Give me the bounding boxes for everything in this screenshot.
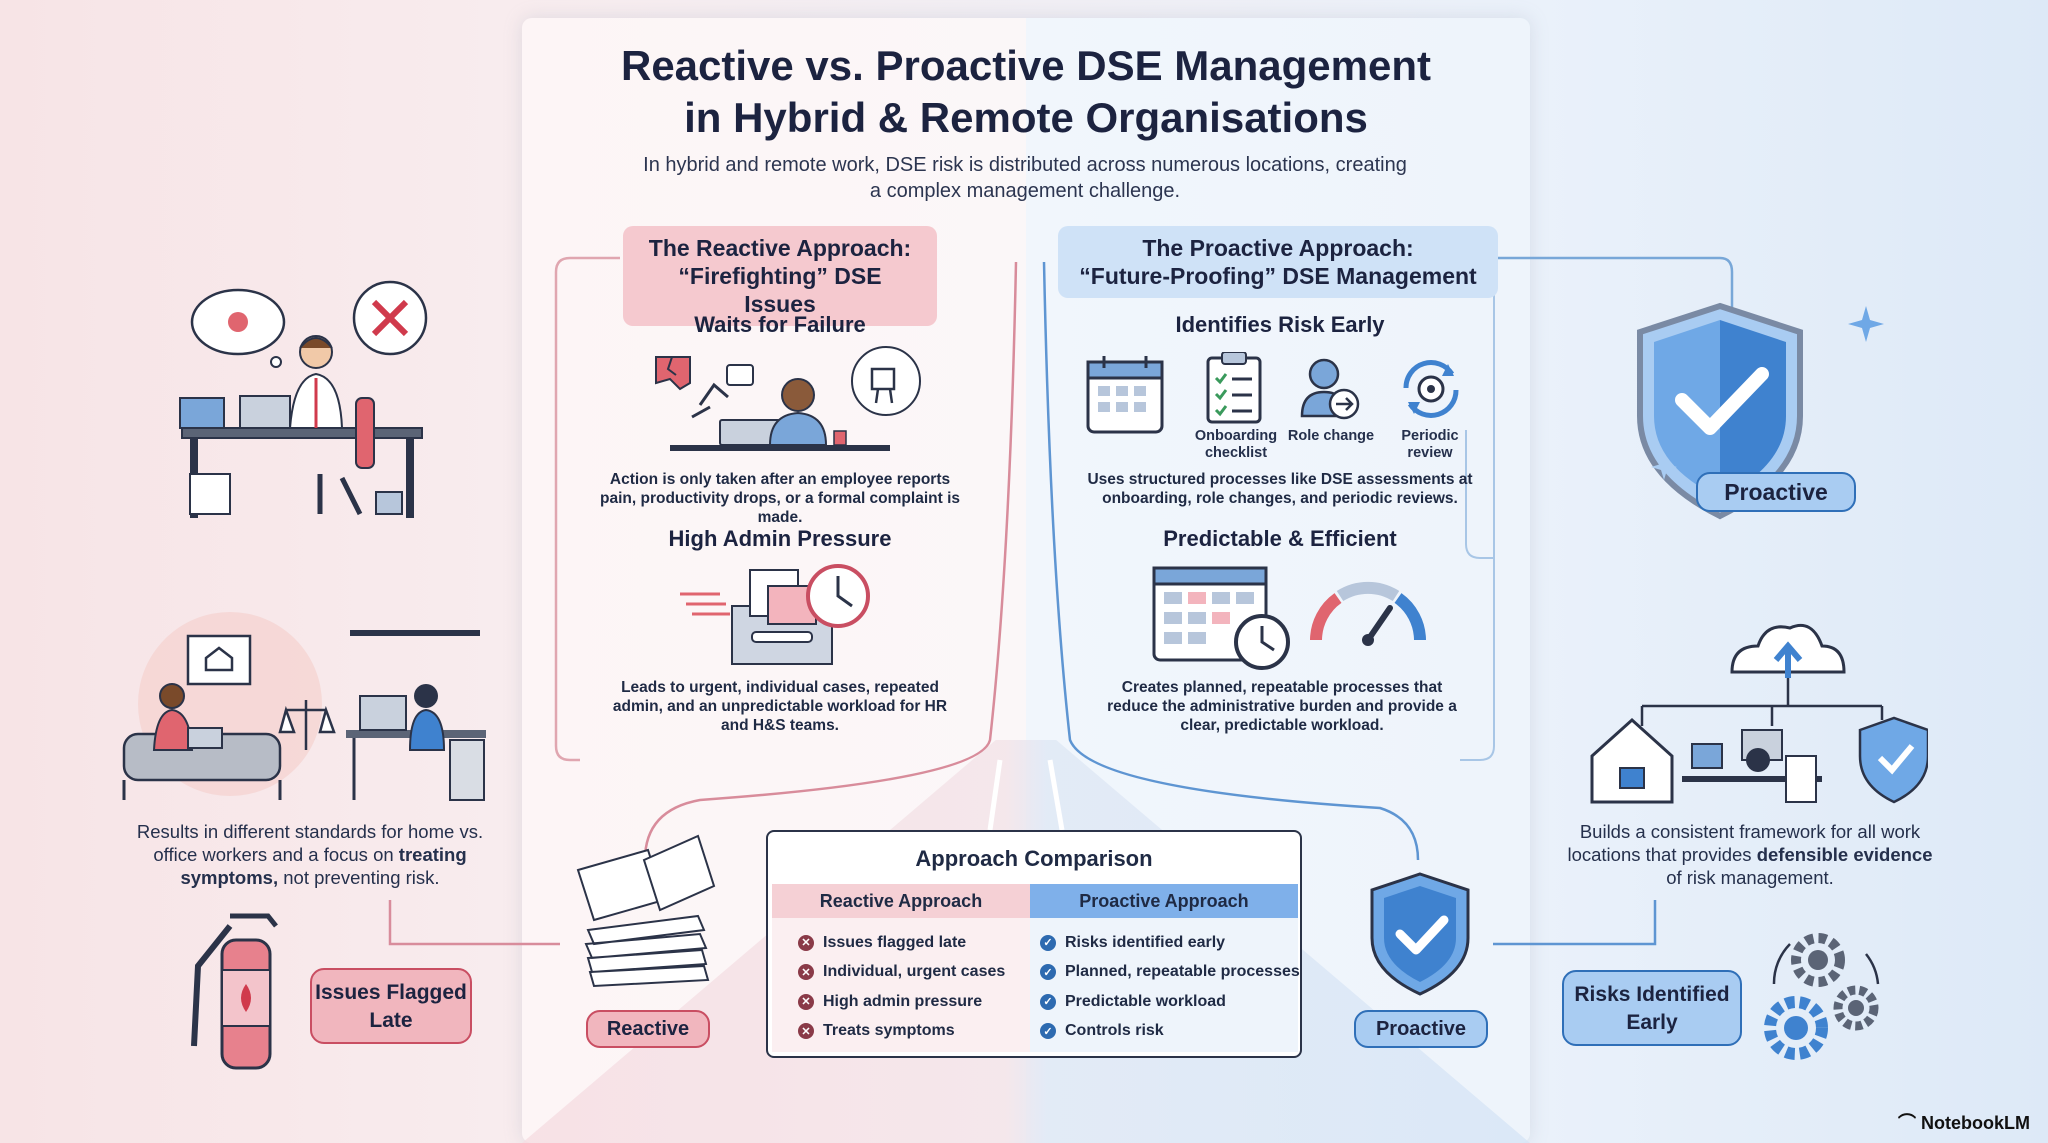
overflowing-folder-icon xyxy=(680,564,870,665)
onboarding-checklist-label: Onboarding checklist xyxy=(1194,428,1278,461)
proactive-point1-text: Uses structured processes like DSE asses… xyxy=(1087,471,1473,507)
comparison-col-proactive: Proactive Approach xyxy=(1030,884,1298,918)
list-item: ✕Issues flagged late xyxy=(798,928,1005,958)
person-on-phone-icon xyxy=(655,346,921,451)
approach-comparison-table: Approach Comparison Reactive Approach Pr… xyxy=(766,830,1302,1058)
proactive-badge: Proactive xyxy=(1354,1010,1488,1048)
proactive-point2-title: Predictable & Efficient xyxy=(1163,526,1397,551)
title-line-1: Reactive vs. Proactive DSE Management xyxy=(620,42,1432,89)
x-circle-icon: ✕ xyxy=(798,993,814,1010)
reactive-point2-title: High Admin Pressure xyxy=(668,526,892,551)
check-shield-icon xyxy=(1637,302,1803,520)
gauge-icon xyxy=(1310,581,1426,646)
check-circle-icon: ✓ xyxy=(1040,964,1056,981)
reactive-badge: Reactive xyxy=(586,1010,710,1048)
proactive-shield-badge: Proactive xyxy=(1696,472,1856,512)
role-change-label: Role change xyxy=(1287,428,1375,444)
small-check-shield-icon xyxy=(1370,872,1470,996)
x-circle-icon: ✕ xyxy=(798,1023,814,1040)
list-item: ✓Planned, repeatable processes xyxy=(1040,958,1300,988)
brand-logo: ⌒ NotebookLM xyxy=(1898,1113,2030,1133)
calendar-icon xyxy=(1086,356,1164,434)
fire-extinguisher-icon xyxy=(191,913,278,1070)
list-item: ✓Controls risk xyxy=(1040,1017,1300,1047)
x-circle-icon: ✕ xyxy=(798,964,814,981)
reactive-heading: The Reactive Approach: “Firefighting” DS… xyxy=(623,226,937,326)
page-subtitle: In hybrid and remote work, DSE risk is d… xyxy=(643,154,1407,202)
reactive-point1-text: Action is only taken after an employee r… xyxy=(600,471,960,526)
comparison-col-reactive: Reactive Approach xyxy=(772,884,1030,918)
proactive-heading: The Proactive Approach: “Future-Proofing… xyxy=(1058,226,1498,298)
proactive-point1-title: Identifies Risk Early xyxy=(1175,312,1385,337)
stressed-worker-at-desk-icon xyxy=(179,280,428,518)
reactive-side-text: Results in different standards for home … xyxy=(136,821,484,888)
proactive-side-text: Builds a consistent framework for all wo… xyxy=(1567,821,1933,888)
reactive-point2-text: Leads to urgent, individual cases, repea… xyxy=(612,679,948,734)
check-circle-icon: ✓ xyxy=(1040,1023,1056,1040)
periodic-review-label: Periodic review xyxy=(1401,428,1459,461)
reactive-point1-title: Waits for Failure xyxy=(694,312,866,337)
proactive-column-bg xyxy=(1030,918,1298,1052)
list-item: ✕High admin pressure xyxy=(798,987,1005,1017)
proactive-point2-text: Creates planned, repeatable processes th… xyxy=(1107,679,1457,734)
onboarding-checklist-icon xyxy=(1206,352,1262,424)
role-change-icon xyxy=(1300,358,1360,420)
proactive-list: ✓Risks identified early ✓Planned, repeat… xyxy=(1040,928,1300,1046)
comparison-title: Approach Comparison xyxy=(915,846,1153,871)
notebooklm-logo-icon: ⌒ xyxy=(1898,1113,1916,1133)
paper-pile-icon xyxy=(576,834,716,988)
cloud-network-locations-icon xyxy=(1590,623,1928,804)
reactive-column-bg xyxy=(772,918,1030,1052)
gears-icon xyxy=(1764,933,1880,1060)
list-item: ✓Predictable workload xyxy=(1040,987,1300,1017)
home-vs-office-workers-icon xyxy=(122,612,486,801)
sparkle-icon xyxy=(1651,306,1884,480)
page-title: Reactive vs. Proactive DSE Management in… xyxy=(522,40,1530,144)
periodic-review-icon xyxy=(1403,360,1459,418)
reactive-list: ✕Issues flagged late ✕Individual, urgent… xyxy=(798,928,1005,1046)
check-circle-icon: ✓ xyxy=(1040,934,1056,951)
schedule-clock-icon xyxy=(1152,566,1290,670)
risks-identified-early-badge: Risks Identified Early xyxy=(1562,970,1742,1046)
list-item: ✕Treats symptoms xyxy=(798,1017,1005,1047)
check-circle-icon: ✓ xyxy=(1040,993,1056,1010)
x-circle-icon: ✕ xyxy=(798,934,814,951)
list-item: ✓Risks identified early xyxy=(1040,928,1300,958)
issues-flagged-late-badge: Issues Flagged Late xyxy=(310,968,472,1044)
title-line-2: in Hybrid & Remote Organisations xyxy=(684,94,1368,141)
list-item: ✕Individual, urgent cases xyxy=(798,958,1005,988)
